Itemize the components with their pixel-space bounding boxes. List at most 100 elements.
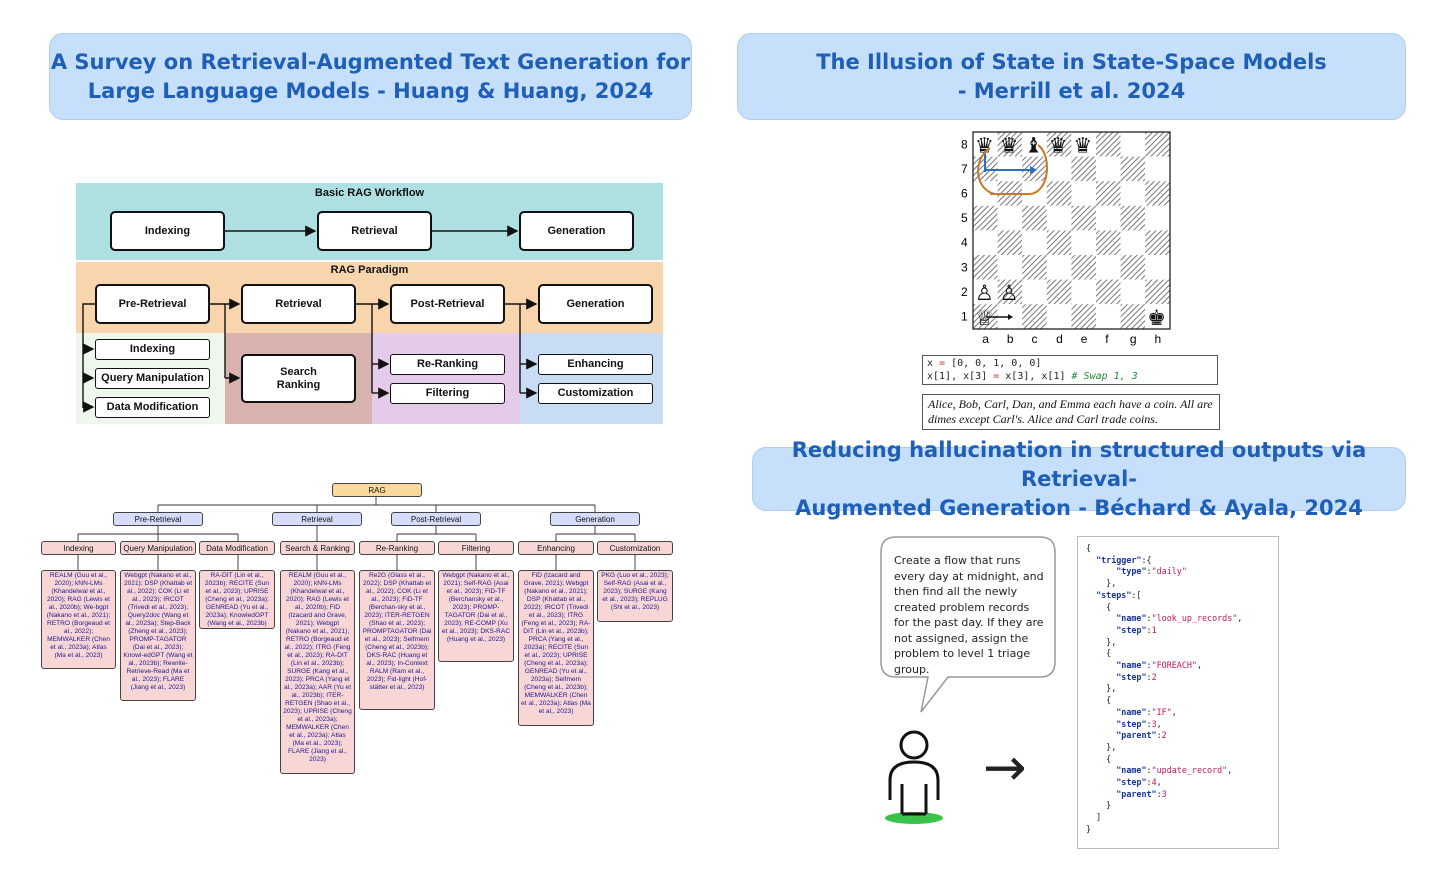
chess-piece: ♕: [975, 306, 994, 330]
survey-title-line2: Large Language Models - Huang & Huang, 2…: [87, 78, 654, 103]
chess-piece: ♙: [1000, 281, 1019, 305]
json-token: }: [1086, 800, 1112, 811]
post-sub-re-ranking: Re-Ranking: [390, 354, 505, 375]
json-token: "look_up_records": [1151, 613, 1238, 624]
json-line: {: [1086, 602, 1270, 614]
chess-square: [1096, 132, 1121, 157]
json-token: [1086, 555, 1096, 565]
file-label: h: [1155, 332, 1162, 346]
basic-workflow-title: Basic RAG Workflow: [314, 187, 425, 199]
chess-square: [1145, 279, 1170, 305]
json-token: ,: [1237, 613, 1243, 624]
json-token: :: [1146, 706, 1152, 717]
tree-l2-re-ranking: Re-Ranking: [359, 541, 435, 555]
tree-l1-generation: Generation: [550, 512, 640, 526]
tree-root: RAG: [332, 483, 422, 497]
json-token: "update_record": [1151, 765, 1228, 776]
chess-square: [1120, 132, 1146, 157]
stage-pre-retrieval: Pre-Retrieval: [95, 284, 210, 324]
chess-square: [1046, 181, 1072, 206]
chess-square: [1071, 304, 1096, 329]
json-token: "step": [1116, 718, 1147, 729]
json-output-box: { "trigger":{ "type":"daily" }, "steps":…: [1077, 536, 1279, 849]
chess-piece: ♛: [975, 134, 994, 158]
tree-l2-data-modification: Data Modification: [199, 541, 275, 555]
swap-code-box: x = [0, 0, 1, 0, 0] x[1], x[3] = x[3], x…: [922, 355, 1218, 385]
file-label: e: [1081, 332, 1088, 346]
chess-square: [1120, 205, 1146, 231]
json-token: "IF": [1151, 706, 1172, 717]
json-token: ,: [1171, 706, 1177, 717]
tree-leaf-enhancing: FiD (Izacard and Grave, 2021); Webgpt (N…: [518, 570, 594, 726]
code-l2-comment: # Swap 1, 3: [1071, 371, 1138, 382]
json-token: ,: [1196, 660, 1203, 671]
json-line: },: [1086, 742, 1270, 754]
json-token: },: [1086, 741, 1117, 752]
json-token: [1086, 613, 1116, 623]
tree-l2-search-ranking: Search & Ranking: [280, 541, 355, 555]
chess-square: [1071, 255, 1096, 280]
json-token: :: [1146, 777, 1152, 788]
pre-sub-indexing: Indexing: [95, 339, 210, 360]
code-l1-op: =: [939, 358, 946, 369]
post-retrieval-band: [372, 333, 520, 424]
chess-piece: ♚: [1147, 306, 1166, 330]
chess-square: [1046, 279, 1072, 305]
chess-piece: ♛: [1073, 134, 1092, 158]
json-token: [1086, 765, 1116, 775]
chess-square: [1096, 304, 1121, 329]
json-token: [1086, 730, 1116, 740]
person-shadow: [885, 812, 943, 824]
json-line: "step":1: [1086, 625, 1270, 637]
chess-square: [1046, 255, 1072, 280]
json-token: {: [1086, 753, 1112, 764]
tree-l1-post-retrieval: Post-Retrieval: [391, 512, 481, 526]
survey-title: A Survey on Retrieval-Augmented Text Gen…: [49, 33, 692, 120]
chess-square: [973, 255, 998, 280]
json-token: 4: [1151, 777, 1157, 788]
chess-square: [1145, 205, 1170, 231]
chess-square: [1145, 255, 1170, 280]
code-l2-op: =: [993, 371, 1000, 382]
tree-l2-filtering: Filtering: [438, 541, 514, 555]
basic-node-generation: Generation: [519, 211, 634, 251]
chess-square: [1022, 205, 1047, 231]
hallucination-title-line2: Augmented Generation - Béchard & Ayala, …: [795, 495, 1363, 520]
tree-l2-enhancing: Enhancing: [518, 541, 594, 555]
json-line: "name":"IF",: [1086, 707, 1270, 719]
json-token: }: [1086, 823, 1092, 834]
json-token: "name": [1116, 765, 1147, 776]
json-line: "name":"look_up_records",: [1086, 613, 1270, 625]
person-icon: [888, 730, 940, 816]
chess-square: [1145, 132, 1170, 157]
json-line: {: [1086, 543, 1270, 555]
chess-square: [1022, 255, 1047, 280]
illusion-title: The Illusion of State in State-Space Mod…: [737, 33, 1406, 120]
json-token: :: [1146, 660, 1152, 671]
tree-l1-retrieval: Retrieval: [272, 512, 362, 526]
chess-square: [973, 279, 998, 305]
json-line: "name":"update_record",: [1086, 765, 1270, 777]
tree-l2-indexing: Indexing: [41, 541, 116, 555]
tree-leaf-data-modification: RA-DIT (Lin et al., 2023b); RECITE (Sun …: [199, 570, 275, 629]
stage-retrieval: Retrieval: [241, 284, 356, 324]
chess-square: [1022, 304, 1047, 329]
json-token: "step": [1116, 624, 1147, 635]
tree-leaf-filtering: Webgpt (Nakano et al., 2021); Self-RAG (…: [438, 570, 514, 662]
tree-l1-pre-retrieval: Pre-Retrieval: [113, 512, 203, 526]
hallucination-title-line1: Reducing hallucination in structured out…: [791, 437, 1367, 491]
json-token: 3: [1151, 718, 1157, 729]
json-line: },: [1086, 683, 1270, 695]
gen-sub-enhancing: Enhancing: [538, 354, 653, 375]
chess-square: [1071, 132, 1096, 157]
json-token: :: [1156, 730, 1162, 741]
move-arrow-orange-curve2: [977, 147, 996, 195]
chess-square: [1096, 255, 1121, 280]
json-token: "parent": [1116, 730, 1157, 741]
chess-square: [973, 230, 998, 255]
chess-square: [1046, 132, 1072, 157]
json-line: }: [1086, 800, 1270, 812]
